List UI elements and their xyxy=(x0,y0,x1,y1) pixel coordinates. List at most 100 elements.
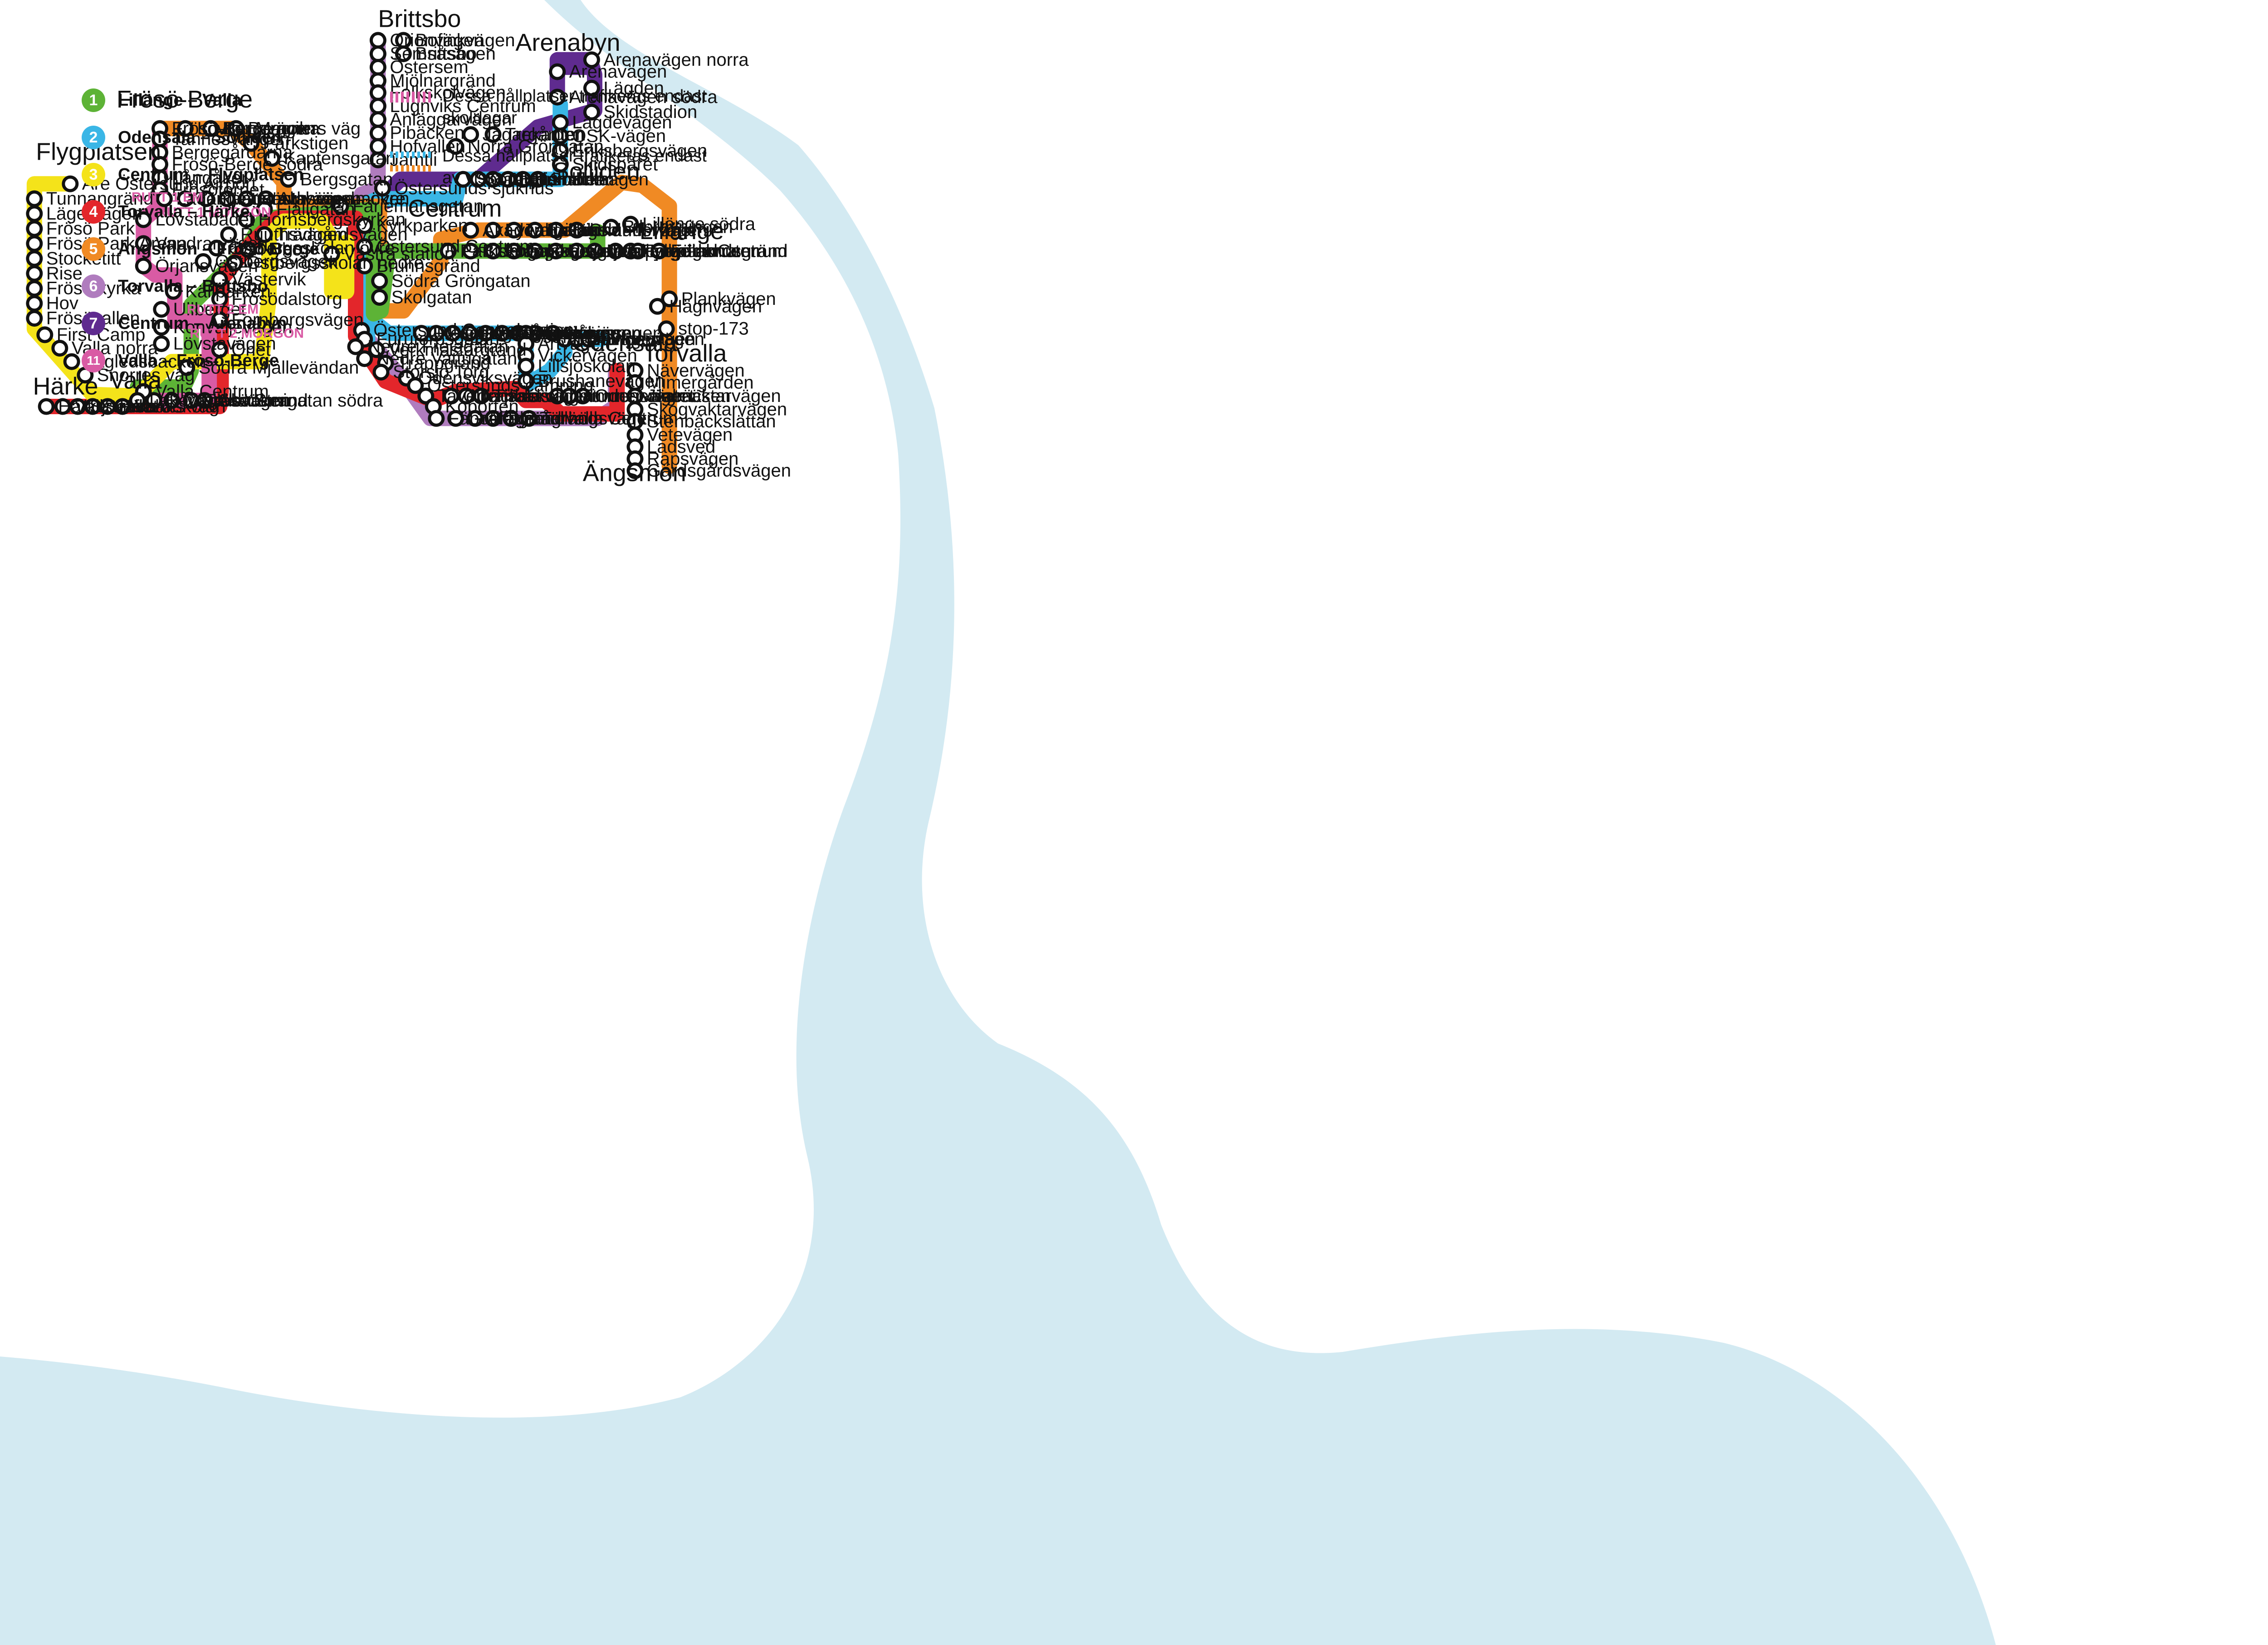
stop-marker xyxy=(135,235,152,252)
stop-label: Jägargården xyxy=(483,125,585,145)
stop-marker xyxy=(505,221,523,239)
stop-label: Frösötornet xyxy=(172,180,265,200)
stop-hägnvägen xyxy=(649,298,666,315)
stop-marker xyxy=(583,103,600,121)
stop-marker xyxy=(505,242,523,259)
stop-label: Källparken xyxy=(185,281,271,301)
stop-per-magners-väg xyxy=(202,120,219,137)
area-title-odensala: Odensala xyxy=(572,329,678,357)
some-trips-swatch-orange xyxy=(390,165,431,171)
stop-label: Torvalla Centrum xyxy=(541,408,678,428)
route-note-rutt2morgon: RUTT 2 MORGON xyxy=(190,326,304,341)
stop-marker xyxy=(226,255,243,272)
stop-arenavägen-södra xyxy=(549,88,566,106)
stops-layer xyxy=(26,32,678,480)
stop-label: Nedre Frejagatan xyxy=(367,337,508,357)
stop-bergvik xyxy=(228,120,244,137)
stop-frösödalstorg xyxy=(211,290,228,308)
stop-marker xyxy=(145,392,162,409)
stop-brunnsgränd xyxy=(356,257,373,274)
stop-label: Trekanten xyxy=(505,125,586,145)
stop-östersem xyxy=(369,59,386,76)
stop-marker xyxy=(484,126,502,143)
stop-label: Skogvaktarvägen xyxy=(647,400,787,420)
stop-mosippan xyxy=(586,242,603,259)
stop-kaptensgatan xyxy=(264,150,280,167)
stop-label: Östbergsskolan övre xyxy=(229,238,395,258)
stop-marker xyxy=(26,265,43,282)
stop-label: Konvaljevägen xyxy=(173,317,292,337)
stop-label: Norra Gröngatan xyxy=(468,137,604,157)
stop-label: Örjansvägen xyxy=(155,256,258,276)
school-only-note: Dessa hållplatser trafikeras endast skol… xyxy=(442,87,707,127)
stop-label: Frösö Strand xyxy=(203,391,308,411)
stop-label: Vetevägen xyxy=(647,425,733,445)
stop-marker xyxy=(369,32,386,49)
stop-tallvallen xyxy=(505,221,523,239)
stop-label: Mjällebacken xyxy=(184,391,289,411)
line-2-badge: 2 xyxy=(82,126,105,149)
stop-lillänge-norra xyxy=(607,242,624,259)
stop-label: Chaufförvägen xyxy=(589,220,708,240)
stop-marker xyxy=(467,410,484,427)
stop-label: Räntmästarvägen xyxy=(218,189,362,209)
line-5-badge: 5 xyxy=(82,237,105,261)
stop-semsåsågen xyxy=(369,45,386,63)
stop-marker xyxy=(520,410,538,427)
stop-marker xyxy=(526,242,543,259)
stop-marker xyxy=(568,221,585,239)
stop-label: Reveljgränd xyxy=(547,241,643,261)
stop-fäbodleden xyxy=(428,410,445,427)
stop-västervik xyxy=(211,271,228,288)
stop-label: Odensalagatan xyxy=(464,323,587,343)
legend-label: Centrum – Flygplatsen xyxy=(118,165,304,184)
legend-label: Odensala – Solliden xyxy=(118,127,282,147)
stop-marker xyxy=(211,311,228,328)
stop-marker xyxy=(460,325,478,342)
stop-akademigatan xyxy=(462,221,479,239)
stop-marker xyxy=(163,392,181,409)
stop-label: Akademigatan södra xyxy=(216,391,383,411)
stop-label: Fäbodleden xyxy=(448,408,544,428)
stop-label: Östersund Centralstation xyxy=(373,320,574,340)
stop-label: Östersunds camping xyxy=(427,376,594,396)
stop-nybo xyxy=(240,241,257,258)
stop-marker xyxy=(129,392,146,409)
stop-marker xyxy=(549,88,566,106)
stop-label: Stenbäckslättan xyxy=(647,411,776,431)
stop-label: Lägdevägen xyxy=(572,113,672,132)
stop-label: Bofinkvägen xyxy=(415,30,515,50)
area-title-centrum: Centrum xyxy=(408,195,502,222)
stop-label: Östbergsvägen xyxy=(215,252,338,272)
stop-label: Lillänge Centrum xyxy=(650,241,787,261)
stop-nedre-frejagatan xyxy=(347,338,364,355)
stop-label: Arenavägen xyxy=(569,62,667,82)
stop-lövtorpsvägen xyxy=(177,120,194,137)
stop-marker xyxy=(444,325,461,342)
stop-nedre-vattugatan xyxy=(356,350,373,367)
stop-marker xyxy=(240,241,257,258)
stop-engelska-skolan xyxy=(484,242,502,259)
legend-label: Torvalla – Brittsbo xyxy=(118,276,268,296)
stop-marker xyxy=(242,135,259,152)
stop-marker xyxy=(372,363,390,381)
stop-hornsbergskyrkan xyxy=(238,211,255,228)
stop-marker xyxy=(177,190,194,207)
stop-label: Taptogränd xyxy=(526,241,616,261)
stop-marker xyxy=(369,59,386,76)
stop-marker xyxy=(51,340,68,357)
legend-label: Lillänge – Valla xyxy=(118,90,242,110)
stop-label: Dalripevägen xyxy=(589,329,696,349)
stop-lägervägen xyxy=(26,205,43,222)
stop-brushanevägen xyxy=(518,372,534,390)
stop-marker xyxy=(371,272,388,289)
stop-vagledsbacken xyxy=(63,353,80,370)
stop-brittsbo xyxy=(395,45,412,63)
area-title-brittsbo: Brittsbo xyxy=(378,5,461,32)
stop-label: Odensalabäcken xyxy=(595,386,731,406)
stop-marker xyxy=(198,190,215,207)
stop-label: Bilprovningen xyxy=(623,217,733,237)
